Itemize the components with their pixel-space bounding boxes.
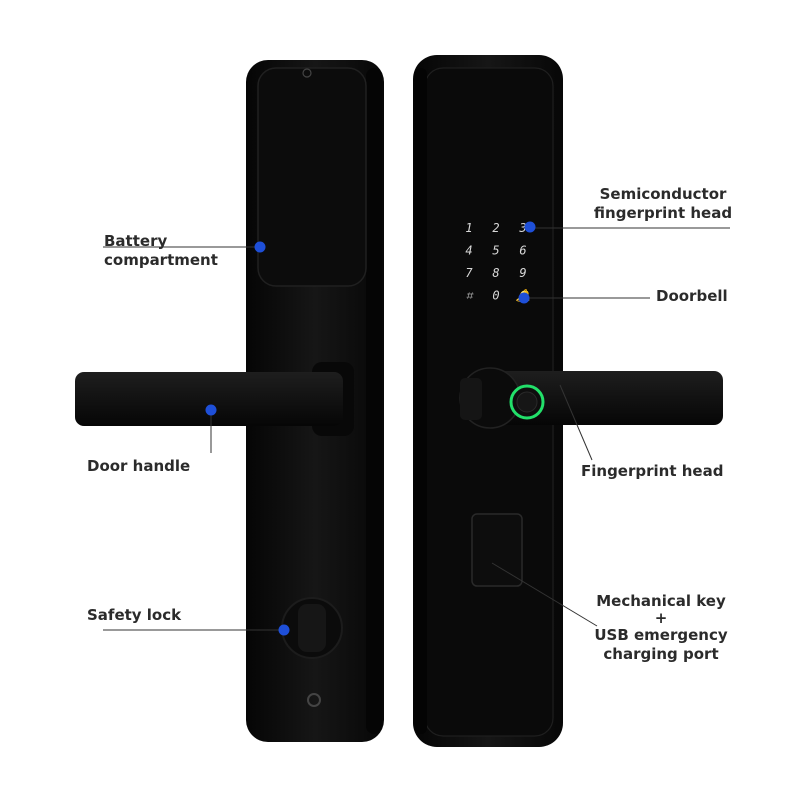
label-mechanical-key-line4: charging port [603, 645, 719, 663]
marker-safety-lock [278, 624, 290, 636]
inner-panel [75, 60, 384, 742]
marker-door-handle [205, 404, 217, 416]
leader-line-mechanical-key [491, 562, 598, 627]
keypad-key: ⌗ [466, 289, 474, 303]
label-door-handle: Door handle [87, 457, 190, 476]
keypad-key: 8 [492, 266, 499, 280]
label-mechanical-key-line3: USB emergency [594, 626, 728, 644]
label-semiconductor-line1: Semiconductor [599, 185, 727, 203]
marker-doorbell [518, 292, 530, 304]
keypad-key: 6 [519, 244, 526, 258]
keypad-key: 1 [465, 221, 472, 235]
inner-panel-edge [366, 68, 382, 734]
keyhole-icon [307, 693, 321, 707]
label-semiconductor-fingerprint: Semiconductor fingerprint head [592, 185, 734, 223]
leader-line-fingerprint [559, 384, 593, 461]
label-battery-line2: compartment [104, 251, 218, 269]
label-door-handle-text: Door handle [87, 457, 191, 475]
inner-door-handle [75, 372, 343, 426]
label-fingerprint-head: Fingerprint head [581, 462, 723, 481]
label-doorbell: Doorbell [656, 287, 728, 306]
outer-handle-base [459, 367, 521, 429]
battery-cover [257, 67, 367, 287]
key-cover [471, 513, 523, 587]
label-fingerprint-head-text: Fingerprint head [581, 462, 724, 480]
label-semiconductor-line2: fingerprint head [593, 204, 733, 222]
keypad-key: 3 [518, 221, 526, 235]
safety-lock-knob [281, 597, 343, 659]
label-battery-compartment: Battery compartment [104, 232, 218, 270]
fingerprint-sensor-icon [509, 384, 545, 420]
keypad-key: 2 [492, 221, 499, 235]
keypad-key: 4 [465, 244, 472, 258]
keypad-key: 0 [492, 289, 499, 303]
keypad-key: 7 [465, 266, 473, 280]
callout-markers [205, 221, 536, 636]
label-safety-lock: Safety lock [87, 606, 181, 625]
battery-cover-screw [302, 68, 312, 78]
label-doorbell-text: Doorbell [656, 287, 728, 305]
label-mechanical-key-plus: + [654, 609, 668, 627]
label-mechanical-key-line1: Mechanical key [596, 592, 726, 610]
leader-lines [103, 227, 730, 631]
label-battery-line1: Battery [104, 232, 168, 250]
marker-battery [254, 241, 266, 253]
keypad-key: 9 [519, 266, 526, 280]
marker-semiconductor [524, 221, 536, 233]
label-mechanical-key: Mechanical key + USB emergency charging … [590, 592, 732, 664]
label-safety-lock-text: Safety lock [87, 606, 182, 624]
keypad-key: 5 [492, 244, 499, 258]
outer-panel-edge [415, 68, 427, 734]
